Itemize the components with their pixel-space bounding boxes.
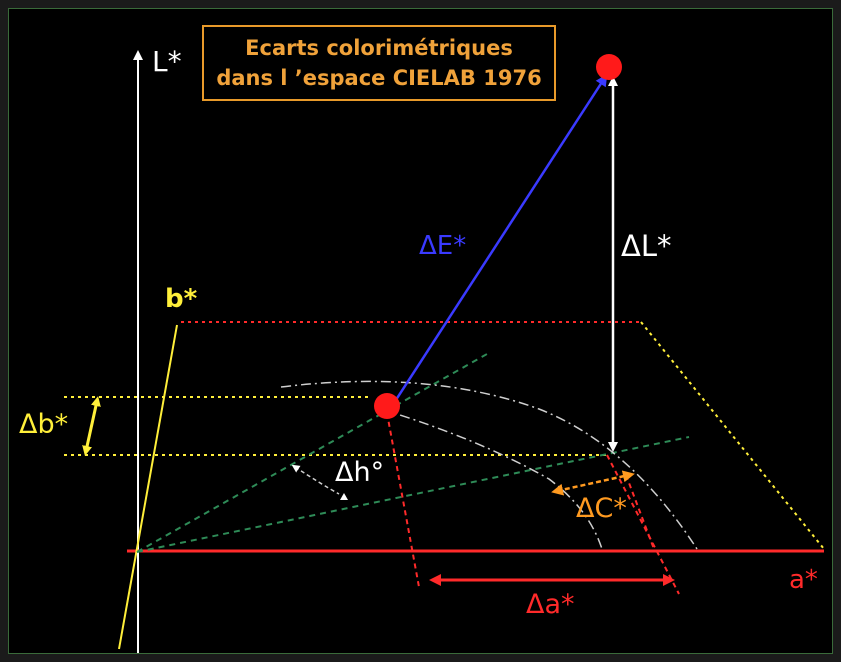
delta-h-marker-icon: [340, 493, 348, 500]
color-point-sample: [596, 54, 622, 80]
plane-right-edge: [640, 321, 825, 550]
a-axis-label: a*: [789, 565, 818, 595]
hue-arc: [380, 408, 603, 550]
delta-h-label: Δh°: [335, 457, 385, 488]
cielab-diagram: [64, 50, 825, 653]
delta-a-label: Δa*: [526, 589, 575, 620]
projection-line-2: [606, 454, 680, 595]
title-box: Ecarts colorimétriques dans l ’espace CI…: [202, 25, 556, 101]
diagram-canvas: Ecarts colorimétriques dans l ’espace CI…: [8, 8, 833, 654]
delta-b-arrow: [82, 396, 101, 456]
projection-line-3: [625, 474, 655, 550]
delta-h-arc: [291, 464, 340, 495]
delta-e-arrow: [388, 73, 608, 412]
hue-line-lower: [136, 436, 690, 553]
delta-l-label: ΔL*: [621, 229, 672, 263]
color-point-reference: [374, 393, 400, 419]
projection-line-1: [386, 412, 420, 588]
delta-b-label: Δb*: [19, 409, 69, 440]
l-axis-label: L*: [152, 45, 182, 78]
title-line-2: dans l ’espace CIELAB 1976: [216, 66, 542, 90]
title-line-1: Ecarts colorimétriques: [245, 36, 513, 60]
hue-line-upper: [136, 353, 488, 553]
b-axis-label: b*: [165, 284, 198, 314]
delta-c-arrow: [551, 470, 635, 496]
delta-e-label: ΔE*: [419, 231, 467, 261]
delta-c-label: ΔC*: [576, 493, 627, 524]
b-axis-line: [118, 324, 178, 650]
